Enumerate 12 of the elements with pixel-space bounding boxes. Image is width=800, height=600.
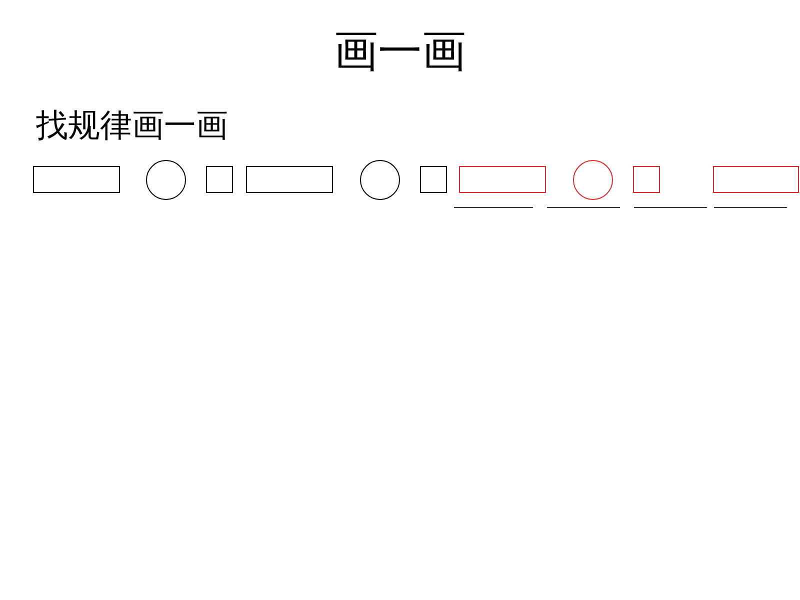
square-shape	[633, 166, 660, 193]
rectangle-shape	[459, 166, 546, 193]
rectangle-shape	[33, 166, 120, 193]
rectangle-shape	[713, 166, 799, 193]
circle-shape	[146, 160, 186, 200]
title: 画一画	[333, 25, 467, 79]
circle-shape	[573, 160, 613, 200]
square-shape	[206, 166, 233, 193]
square-shape	[420, 166, 447, 193]
instruction-text: 找规律画一画	[36, 105, 228, 146]
rectangle-shape	[246, 166, 333, 193]
circle-shape	[360, 160, 400, 200]
